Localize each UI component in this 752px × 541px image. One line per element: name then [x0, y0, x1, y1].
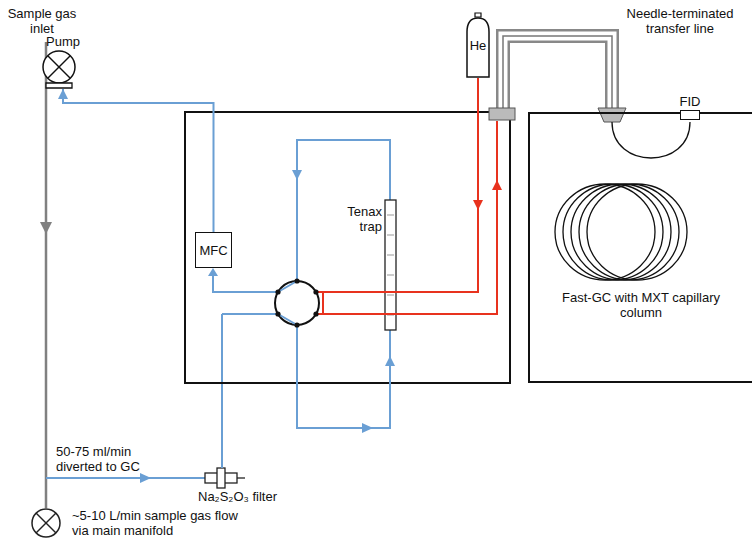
node-text: Pump [36, 34, 90, 49]
gc-oven-box: Fast-GC with MXT capillary column [528, 112, 752, 383]
detector-block [680, 110, 700, 120]
trap-label: Tenax trap [338, 204, 382, 234]
pump-icon [36, 49, 82, 89]
inlet-label: Sample gas inlet [4, 6, 80, 36]
flow-label: 50-75 ml/min diverted to GC [56, 444, 168, 474]
gas-cylinder: He [466, 12, 490, 78]
flow-controller-box: MFC [195, 232, 232, 268]
node-text: He [466, 38, 490, 53]
flow-connector [58, 89, 214, 232]
transfer-line-label: Needle-terminated transfer line [612, 6, 748, 36]
node-text: MFC [199, 243, 227, 258]
pump-symbol: Pump [36, 34, 90, 89]
node-text: Fast-GC with MXT capillary column [556, 290, 726, 320]
manifold-label: ~5-10 L/min sample gas flow via main man… [72, 508, 256, 538]
node-text: FID [668, 94, 712, 109]
detector-box: FID [668, 94, 712, 120]
filter-label: Na₂S₂O₃ filter [198, 489, 308, 504]
arrow-head [58, 89, 68, 99]
connector-line [63, 89, 214, 232]
